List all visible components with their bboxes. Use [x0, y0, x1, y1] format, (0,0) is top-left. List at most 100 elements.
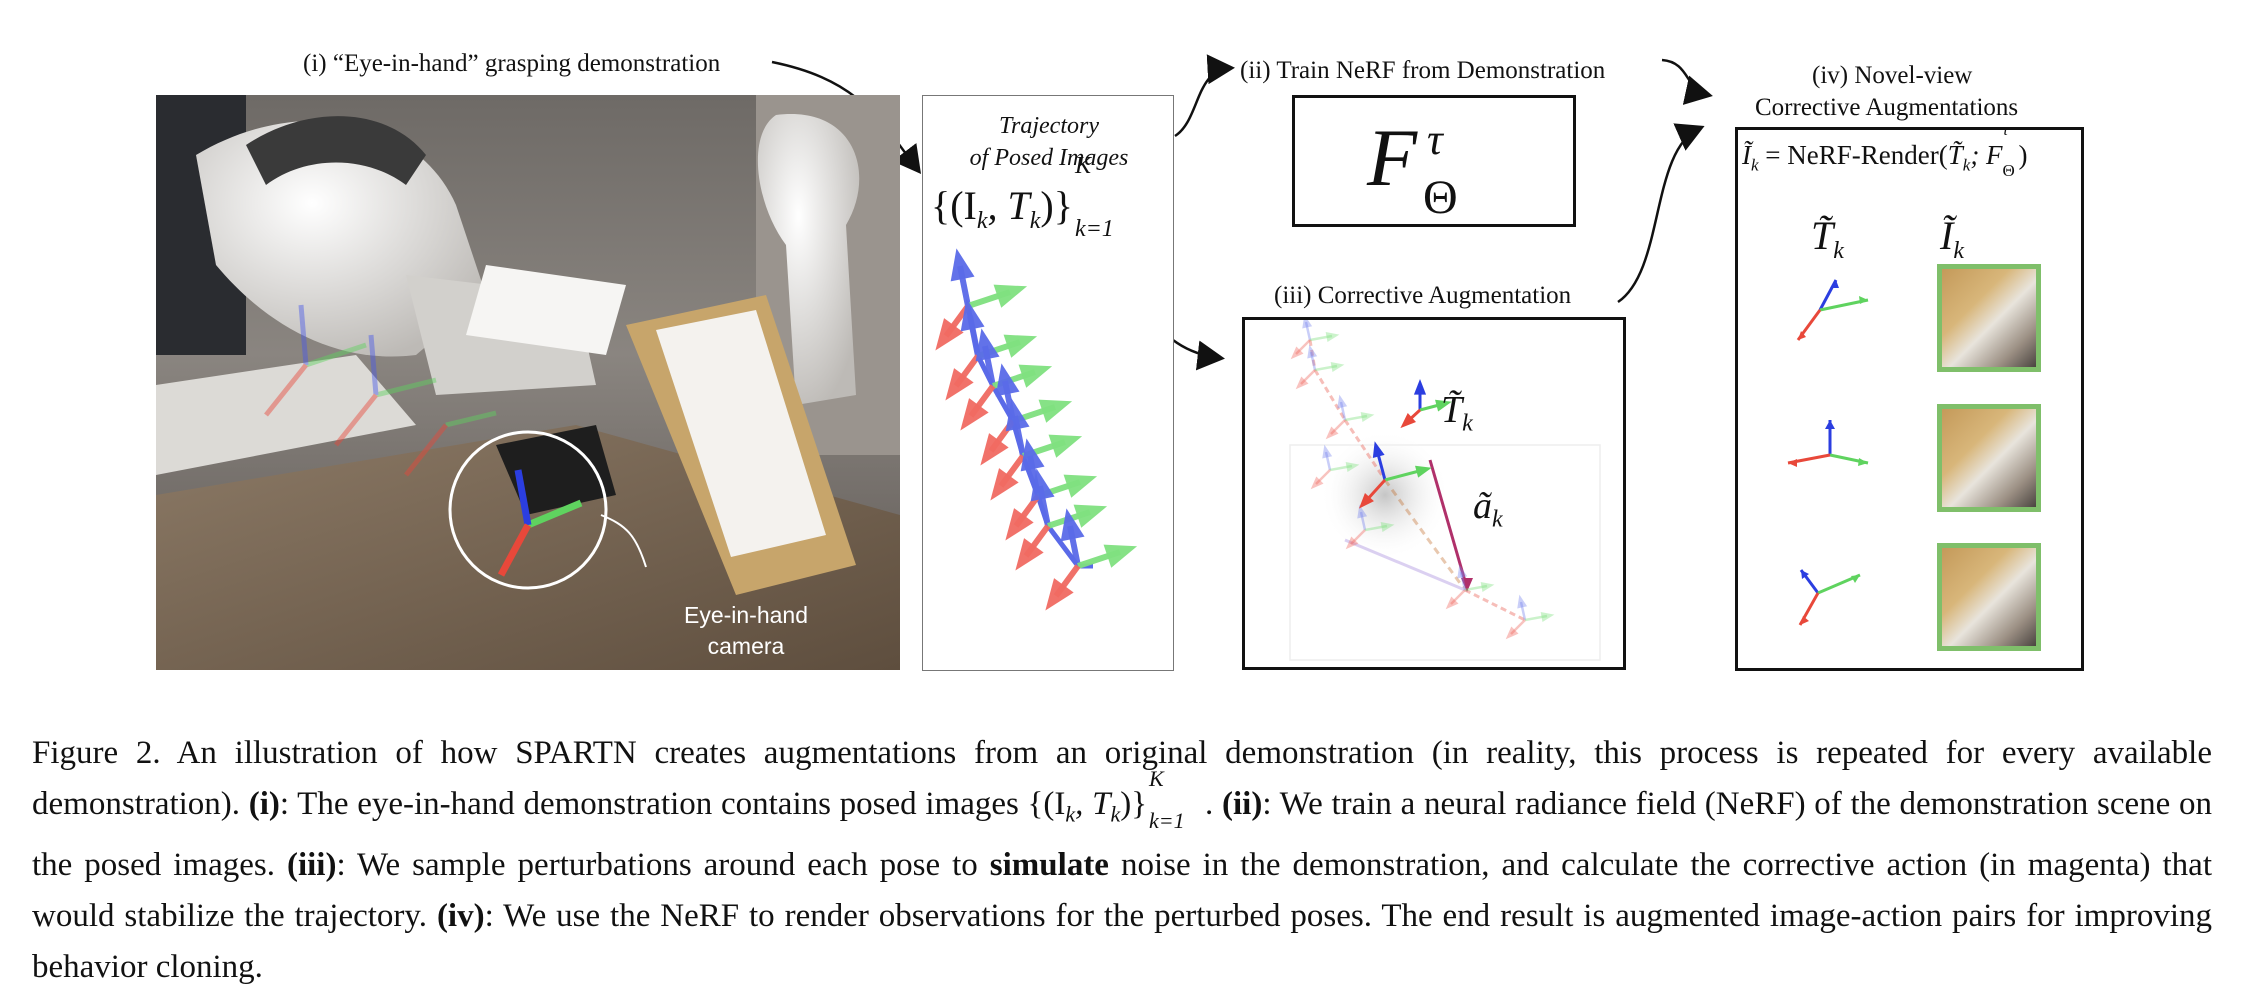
step4-label-line1: (iv) Novel-view: [1812, 62, 1973, 89]
caption-iv-label: (iv): [436, 897, 485, 934]
trajectory-red-axis-head: [1005, 508, 1034, 541]
aug-main-blue-axis-head: [1372, 441, 1385, 458]
demonstration-photo: Eye-in-hand camera: [156, 95, 900, 670]
aug-faint-green-axis: [1344, 414, 1368, 422]
aug-faint-green-axis-head: [1345, 462, 1360, 472]
trajectory-green-axis-head: [1003, 334, 1038, 358]
aug-faint-red-axis-head: [1325, 426, 1339, 440]
aug-faint-blue-axis: [1459, 571, 1467, 591]
aug-faint-red-axis-head: [1345, 536, 1359, 550]
nerf-function: F τ Θ: [1367, 108, 1458, 224]
caption-iii-label: (iii): [286, 846, 337, 883]
aug-faint-red-axis: [1450, 589, 1466, 605]
aug-faint-green-axis-head: [1325, 332, 1340, 342]
nerf-box: F τ Θ: [1292, 95, 1576, 227]
aug-faint-green-axis: [1464, 584, 1488, 592]
aug-a-label: ãk: [1473, 485, 1503, 533]
aug-faint-green-axis-head: [1360, 412, 1375, 422]
aug-faint-green-axis: [1314, 364, 1338, 372]
render-thumbnail-2: [1937, 404, 2041, 512]
aug-faint-blue-axis-head: [1517, 594, 1528, 609]
nerf-tau: τ: [1427, 115, 1443, 164]
step3-label: (iii) Corrective Augmentation: [1274, 282, 1572, 309]
render-thumbnail-3: [1937, 543, 2041, 651]
figure-caption: Figure 2. An illustration of how SPARTN …: [32, 735, 2212, 985]
aug-faint-blue-axis: [1324, 451, 1332, 471]
trajectory-red-axis-head: [935, 318, 964, 351]
augmentation-box: T̃k ãk: [1242, 317, 1626, 670]
trajectory-title-line2: of Posed Images: [969, 145, 1129, 171]
aug-faint-red-axis: [1295, 339, 1311, 355]
eye-in-hand-caption: Eye-in-hand camera: [596, 600, 896, 662]
aug-target-blue-axis-head: [1413, 379, 1427, 395]
aug-T-label: T̃k: [1441, 389, 1473, 437]
aug-faint-blue-axis-head: [1307, 344, 1318, 359]
caption-ii-label: (ii): [1222, 786, 1263, 822]
aug-target-red-axis-head: [1400, 413, 1416, 429]
augmentation-plot: [1289, 320, 1601, 661]
aug-faint-red-axis-head: [1445, 596, 1459, 610]
trajectory-red-axis-head: [945, 368, 974, 401]
aug-faint-red-axis-head: [1310, 476, 1324, 490]
aug-faint-red-axis-head: [1505, 626, 1519, 640]
aug-faint-red-axis: [1510, 619, 1526, 635]
aug-faint-blue-axis: [1359, 511, 1367, 531]
step4-label-line2: Corrective Augmentations: [1755, 94, 2019, 121]
aug-faint-blue-axis: [1519, 601, 1527, 621]
trajectory-poses: [935, 248, 1138, 611]
aug-faint-green-axis: [1309, 334, 1333, 342]
aug-faint-red-axis: [1315, 469, 1331, 485]
caption-prefix: Figure 2. An illustration of how SPARTN …: [32, 735, 2212, 822]
aug-faint-green-axis-head: [1330, 362, 1345, 372]
aug-faint-blue-axis: [1304, 321, 1312, 341]
trajectory-green-axis-head: [1073, 504, 1108, 528]
aug-main-red-axis-head: [1358, 493, 1374, 509]
trajectory-green-axis-head: [1063, 474, 1098, 498]
trajectory-blue-axis-head: [1005, 398, 1030, 432]
trajectory-green-axis-head: [1018, 364, 1053, 388]
trajectory-green-axis-head: [1038, 399, 1073, 423]
aug-faint-green-axis: [1364, 524, 1388, 532]
trajectory-red-axis-head: [980, 433, 1009, 466]
trajectory-blue-axis-head: [1030, 468, 1055, 502]
caption-i-label: (i): [248, 786, 280, 822]
aug-faint-blue-axis: [1309, 351, 1317, 371]
aug-target-green-axis-head: [1435, 399, 1452, 412]
trajectory-green-axis-head: [1103, 544, 1138, 568]
aug-faint-blue-axis-head: [1457, 564, 1468, 579]
aug-faint-red-axis-head: [1290, 346, 1304, 360]
aug-faint-green-axis-head: [1480, 582, 1495, 592]
aug-faint-blue-axis-head: [1322, 444, 1333, 459]
aug-faint-red-axis: [1330, 419, 1346, 435]
trajectory-red-axis-head: [990, 468, 1019, 501]
eye-in-hand-label-line1: Eye-in-hand: [683, 602, 809, 628]
trajectory-blue-axis-head: [1020, 438, 1045, 472]
novel-pose-frames: [1787, 279, 1869, 626]
aug-faint-blue-axis-head: [1337, 394, 1348, 409]
aug-faint-blue-axis: [1339, 401, 1347, 421]
aug-faint-red-axis: [1300, 369, 1316, 385]
trajectory-green-axis-head: [1048, 434, 1083, 458]
render-thumbnail-1: [1937, 264, 2041, 372]
trajectory-blue-axis-head: [950, 248, 975, 282]
step1-label: (i) “Eye-in-hand” grasping demonstration: [303, 50, 721, 77]
aug-faint-green-axis-head: [1540, 612, 1555, 622]
aug-faint-red-axis-head: [1295, 376, 1309, 390]
trajectory-title-line1: Trajectory: [999, 113, 1099, 139]
caption-simulate: simulate: [989, 846, 1109, 883]
trajectory-red-axis-head: [1045, 578, 1074, 611]
trajectory-title: Trajectory of Posed Images: [923, 110, 1175, 174]
trajectory-green-axis-head: [993, 284, 1028, 308]
aug-faint-green-axis-head: [1380, 522, 1395, 532]
column-I-header: Ĩk: [1940, 213, 1964, 264]
aug-faint-green-axis: [1524, 614, 1548, 622]
step2-label: (ii) Train NeRF from Demonstration: [1240, 57, 1606, 84]
nerf-theta: Θ: [1423, 171, 1458, 224]
column-T-header: T̃k: [1811, 213, 1844, 264]
trajectory-blue-axis-head: [975, 328, 1000, 362]
aug-faint-blue-axis-head: [1302, 320, 1313, 329]
